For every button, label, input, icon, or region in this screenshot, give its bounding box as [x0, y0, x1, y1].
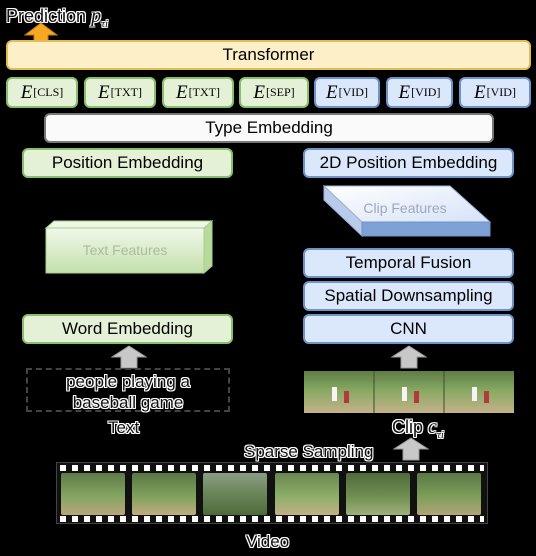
embedding-token-txt: E[TXT]	[84, 77, 156, 108]
embedding-sub: [CLS]	[33, 85, 64, 99]
clip-symbol: cτi	[428, 416, 444, 441]
temporal-fusion-label: Temporal Fusion	[345, 253, 472, 272]
clip-symbol-sub: τi	[436, 429, 444, 441]
clip-symbol-letter: c	[428, 416, 437, 438]
video-frame	[132, 473, 196, 515]
position-2d-embedding-block: 2D Position Embedding	[303, 148, 514, 178]
embedding-token-vid: E[VID]	[314, 77, 380, 108]
embedding-letter: E	[398, 81, 411, 103]
embedding-letter: E	[20, 81, 33, 103]
transformer-label: Transformer	[222, 45, 315, 64]
cnn-label: CNN	[390, 319, 427, 338]
video-caption: Video	[246, 532, 290, 551]
clip-caption-text: Clip	[392, 417, 424, 437]
transformer-block: Transformer	[6, 40, 531, 70]
prediction-label: Prediction pτi	[6, 6, 108, 30]
embedding-token-sep: E[SEP]	[239, 77, 309, 108]
clip-features-label: Clip Features	[363, 200, 447, 216]
video-frame	[417, 473, 481, 515]
video-filmstrip	[56, 462, 488, 524]
video-frame	[203, 473, 267, 515]
film-sprocket-top	[60, 465, 484, 471]
embedding-sub: [VID]	[411, 85, 441, 99]
cnn-block: CNN	[303, 314, 514, 344]
prediction-symbol-sub: τi	[101, 18, 109, 30]
position-embedding-block: Position Embedding	[22, 148, 233, 178]
embedding-sub: [SEP]	[265, 85, 295, 99]
position-embedding-label: Position Embedding	[51, 153, 204, 172]
temporal-fusion-block: Temporal Fusion	[303, 248, 514, 278]
spatial-downsampling-label: Spatial Downsampling	[324, 286, 493, 305]
text-input-box	[26, 368, 230, 412]
prediction-symbol: pτi	[91, 5, 109, 30]
embedding-sub: [TXT]	[188, 85, 220, 99]
clip-image-strip	[304, 371, 514, 413]
sparse-sampling-arrow-icon	[393, 437, 429, 461]
word-embedding-label: Word Embedding	[61, 319, 194, 338]
embedding-sub: [VID]	[338, 85, 368, 99]
text-caption: Text	[108, 418, 140, 437]
film-sprocket-bottom	[60, 516, 484, 522]
text-up-arrow-icon	[111, 345, 147, 369]
prediction-text: Prediction	[6, 6, 87, 26]
embedding-letter: E	[253, 81, 265, 103]
video-frame	[275, 473, 339, 515]
type-embedding-label: Type Embedding	[205, 118, 333, 137]
embedding-letter: E	[474, 81, 486, 103]
clip-up-arrow-icon	[391, 345, 427, 369]
embedding-token-txt: E[TXT]	[162, 77, 234, 108]
embedding-letter: E	[98, 81, 110, 103]
prediction-symbol-letter: p	[91, 5, 102, 27]
embedding-token-vid: E[VID]	[459, 77, 531, 108]
embedding-sub: [TXT]	[110, 85, 142, 99]
embedding-token-vid: E[VID]	[386, 77, 453, 108]
video-frame	[61, 473, 125, 515]
spatial-downsampling-block: Spatial Downsampling	[303, 281, 514, 311]
sparse-sampling-label: Sparse Sampling	[244, 442, 374, 461]
embedding-token-cls: E[CLS]	[6, 77, 78, 108]
word-embedding-block: Word Embedding	[22, 314, 233, 344]
text-features-label: Text Features	[82, 242, 168, 258]
clip-features-slab	[322, 184, 492, 238]
text-input-value: people playing a baseball game	[66, 372, 190, 412]
text-features-slab	[44, 220, 214, 275]
type-embedding-block: Type Embedding	[44, 113, 494, 143]
position-2d-embedding-label: 2D Position Embedding	[319, 153, 498, 172]
embedding-letter: E	[176, 81, 188, 103]
video-frame	[346, 473, 410, 515]
embedding-sub: [VID]	[486, 85, 516, 99]
clip-caption: Clip cτi	[392, 417, 444, 441]
embedding-letter: E	[326, 81, 338, 103]
